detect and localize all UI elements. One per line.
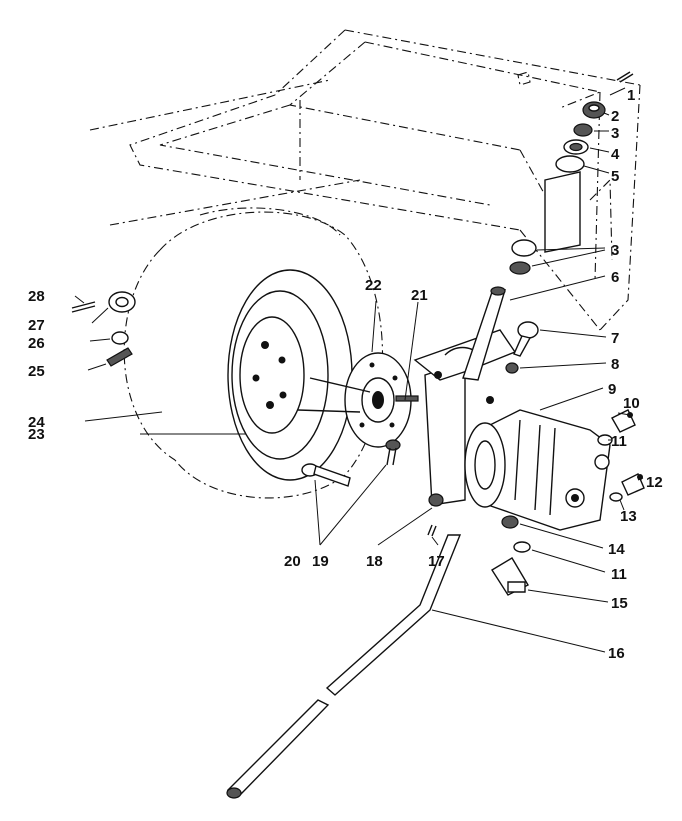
callout-1: 1 <box>627 87 635 104</box>
axle-castle-nut <box>108 291 136 313</box>
elbow-fitting <box>491 557 529 596</box>
leader-lines <box>74 87 644 653</box>
callout-11b: 11 <box>611 566 627 583</box>
callout-4: 4 <box>611 146 620 163</box>
hub-key <box>395 395 419 402</box>
grease-seal <box>555 155 585 173</box>
callout-22: 22 <box>365 277 382 294</box>
callout-7: 7 <box>611 330 619 347</box>
callout-15: 15 <box>611 595 628 612</box>
wheel-stud <box>106 347 133 367</box>
bearing-cup <box>563 139 589 155</box>
callout-3: 3 <box>611 125 619 142</box>
callout-14: 14 <box>608 541 625 558</box>
callout-17: 17 <box>428 553 445 570</box>
castle-nut <box>582 101 606 119</box>
callout-24: 24 <box>28 414 45 431</box>
hub-bolt <box>385 439 401 466</box>
callout-28: 28 <box>28 288 45 305</box>
cotter-pin-lower <box>427 524 437 537</box>
callout-25: 25 <box>28 363 45 380</box>
callout-5: 5 <box>611 168 619 185</box>
hydraulic-fitting-upper <box>611 409 636 433</box>
lug-nut <box>111 331 129 345</box>
callout-18: 18 <box>366 553 383 570</box>
callout-2: 2 <box>611 108 619 125</box>
callout-26: 26 <box>28 335 45 352</box>
mower-deck-phantom-outline <box>89 29 641 331</box>
callout-19: 19 <box>312 553 329 570</box>
callout-27: 27 <box>28 317 45 334</box>
callout-20: 20 <box>284 553 301 570</box>
motor-nut <box>501 515 519 529</box>
hydraulic-wheel-motor <box>464 409 611 531</box>
axle-bolt <box>301 463 351 487</box>
cotter-pin <box>616 71 634 83</box>
axle-cotter-pin <box>71 301 96 313</box>
steering-link-rod <box>226 534 462 799</box>
callout-16: 16 <box>608 645 625 662</box>
spindle-housing <box>544 171 581 253</box>
callout-23: 23 <box>28 426 45 443</box>
tie-rod-nut <box>505 362 519 374</box>
callout-11: 11 <box>611 433 627 450</box>
callout-9: 9 <box>608 381 616 398</box>
callout-3b: 3 <box>611 242 619 259</box>
o-ring-side <box>609 492 623 502</box>
wheel-rim <box>227 269 353 481</box>
callout-12: 12 <box>646 474 663 491</box>
spindle-kingpin <box>462 286 506 381</box>
bearing-cone <box>573 123 593 137</box>
callout-13: 13 <box>620 508 637 525</box>
lock-nut <box>428 493 444 507</box>
o-ring-lower <box>513 541 531 553</box>
callout-10: 10 <box>623 395 640 412</box>
callout-21: 21 <box>411 287 428 304</box>
callout-8: 8 <box>611 356 619 373</box>
lower-bearings <box>509 239 537 275</box>
callout-labels: 1 2 3 4 5 3 6 7 8 9 10 11 12 13 14 11 15… <box>28 87 663 662</box>
tie-rod-end <box>513 321 539 357</box>
callout-6: 6 <box>611 269 619 286</box>
tire-phantom-outline <box>123 207 383 499</box>
hydraulic-fitting-side <box>621 473 645 496</box>
